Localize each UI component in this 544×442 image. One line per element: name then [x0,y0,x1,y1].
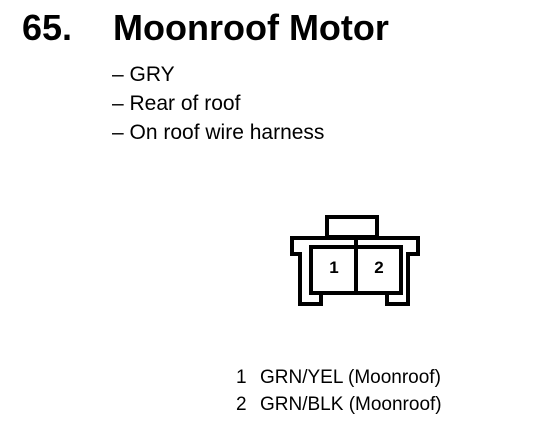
pinout-row: 1 GRN/YEL (Moonroof) [236,364,442,391]
component-notes: – GRY – Rear of roof – On roof wire harn… [112,60,324,147]
note-location: – Rear of roof [112,92,241,115]
note-color: – GRY [112,63,175,86]
pinout-list: 1 GRN/YEL (Moonroof) 2 GRN/BLK (Moonroof) [236,364,442,418]
cavity-label-1: 1 [329,258,338,277]
note-harness: – On roof wire harness [112,121,325,144]
cavity-label-2: 2 [374,258,383,277]
pin-number: 1 [236,367,247,388]
component-number: 65. [22,7,73,48]
pin-number: 2 [236,394,247,415]
connector-body [290,215,420,306]
connector-face-diagram: 1 2 [290,215,420,306]
connector-latch [325,215,379,239]
pin-wire: GRN/BLK (Moonroof) [260,394,442,415]
pinout-row: 2 GRN/BLK (Moonroof) [236,391,442,418]
pin-wire: GRN/YEL (Moonroof) [260,367,441,388]
component-title: Moonroof Motor [113,7,389,48]
